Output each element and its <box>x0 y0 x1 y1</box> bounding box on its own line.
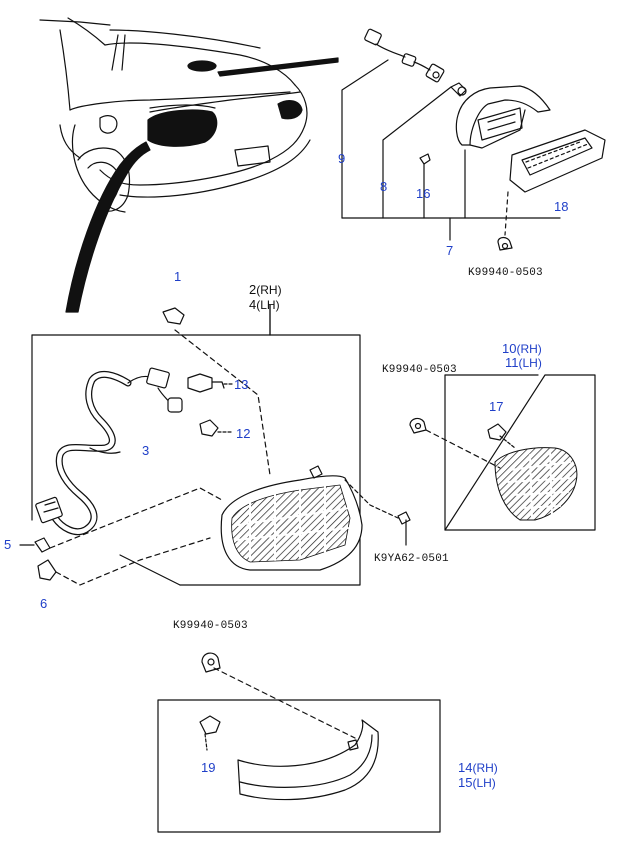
callout-11-lh[interactable]: 11(LH) <box>505 355 542 371</box>
part-code-grommet-top: K99940-0503 <box>468 267 543 279</box>
callout-7[interactable]: 7 <box>446 243 454 258</box>
callout-8[interactable]: 8 <box>380 179 388 194</box>
callout-10-rh[interactable]: 10(RH) <box>502 341 542 357</box>
callout-5[interactable]: 5 <box>4 537 12 552</box>
part-code-grommet-bottom: K99940-0503 <box>173 620 248 632</box>
callout-4-lh[interactable]: 4(LH) <box>249 297 280 313</box>
callout-15[interactable]: 15 <box>458 775 473 790</box>
callout-2-side: (RH) <box>256 283 282 297</box>
callout-1[interactable]: 1 <box>174 269 182 284</box>
car-rear-illustration <box>39 17 339 313</box>
high-mount-lamp-assembly <box>341 28 606 251</box>
callout-14-rh[interactable]: 14(RH) <box>458 760 498 776</box>
callout-14[interactable]: 14 <box>458 760 473 775</box>
callout-4[interactable]: 4 <box>249 297 257 312</box>
callout-11[interactable]: 11 <box>505 355 519 370</box>
callout-15-lh[interactable]: 15(LH) <box>458 775 496 791</box>
callout-2-rh[interactable]: 2(RH) <box>249 282 282 298</box>
callout-6[interactable]: 6 <box>40 596 48 611</box>
callout-16[interactable]: 16 <box>416 186 431 201</box>
callout-19[interactable]: 19 <box>201 760 216 775</box>
part-code-grommet-mid: K99940-0503 <box>382 364 457 376</box>
callout-12[interactable]: 12 <box>236 426 251 441</box>
callout-13[interactable]: 13 <box>234 377 249 392</box>
callout-11-side: (LH) <box>518 356 542 370</box>
callout-3[interactable]: 3 <box>142 443 150 458</box>
callout-18[interactable]: 18 <box>554 199 569 214</box>
callout-10-side: (RH) <box>516 342 542 356</box>
callout-4-side: (LH) <box>256 298 280 312</box>
callout-2[interactable]: 2 <box>249 282 257 297</box>
part-code-screw: K9YA62-0501 <box>374 553 449 565</box>
callout-14-side: (RH) <box>472 761 498 775</box>
rear-combination-lamp-box <box>19 304 411 586</box>
callout-9[interactable]: 9 <box>338 151 346 166</box>
callout-15-side: (LH) <box>472 776 496 790</box>
callout-10[interactable]: 10 <box>502 341 517 356</box>
side-lamp-box <box>409 374 596 531</box>
callout-17[interactable]: 17 <box>489 399 504 414</box>
garnish-box <box>157 652 441 833</box>
